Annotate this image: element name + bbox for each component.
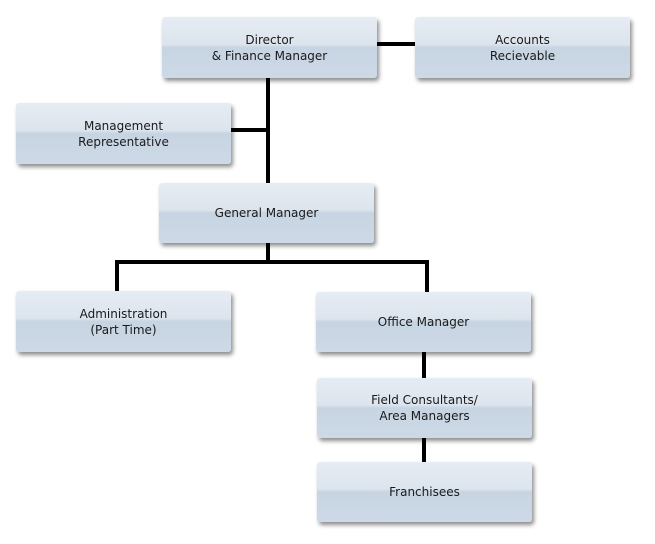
node-office-manager: Office Manager — [316, 292, 531, 352]
node-director: Director & Finance Manager — [162, 17, 377, 78]
node-field-line2: Area Managers — [379, 409, 470, 423]
node-general-line1: General Manager — [214, 206, 319, 220]
node-general-manager: General Manager — [159, 183, 374, 243]
node-management-representative: Management Representative — [16, 103, 231, 164]
node-accounts-line1: Accounts — [495, 32, 550, 47]
node-director-line1: Director — [245, 32, 294, 47]
node-administration-line2: (Part Time) — [90, 322, 157, 337]
node-accounts-recievable: Accounts Recievable — [415, 17, 630, 78]
node-director-line2: & Finance Manager — [211, 48, 328, 63]
node-management-line1: Management — [83, 118, 164, 133]
node-field-consultants: Field Consultants/ Area Managers — [317, 378, 532, 438]
node-administration: Administration (Part Time) — [16, 291, 231, 352]
node-franchisees-line1: Franchisees — [389, 485, 460, 499]
node-administration-line1: Administration — [79, 306, 168, 321]
node-accounts-line2: Recievable — [489, 48, 556, 63]
node-management-line2: Representative — [78, 134, 169, 149]
node-office-line1: Office Manager — [377, 315, 470, 329]
node-field-line1: Field Consultants/ — [371, 393, 478, 407]
node-franchisees: Franchisees — [317, 462, 532, 522]
